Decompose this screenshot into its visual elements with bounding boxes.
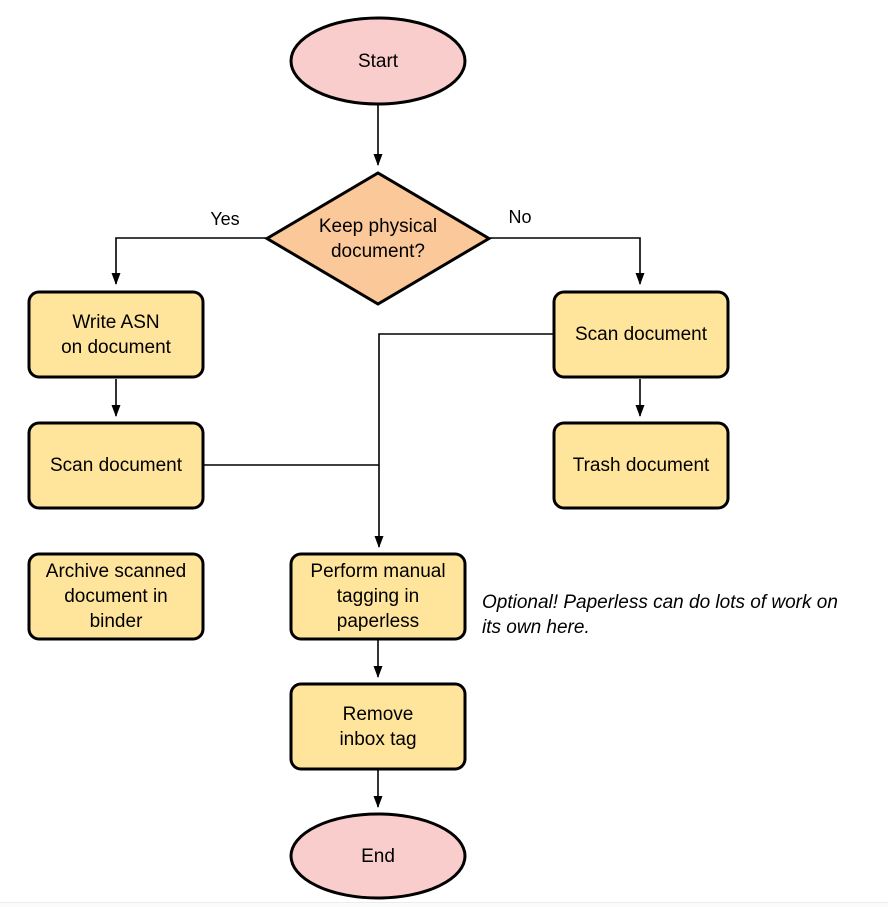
bottom-divider	[0, 902, 888, 907]
manual-tagging-node	[289, 552, 467, 641]
write-asn-label: Write ASN on document	[61, 312, 171, 358]
remove-inbox-tag-label: Remove inbox tag	[339, 703, 417, 750]
edge-decision-yes-to-write-asn	[111, 237, 266, 285]
trash-document-label: Trash document	[572, 455, 710, 476]
scan-document-right-label: Scan document	[574, 324, 708, 345]
end-label: End	[361, 845, 395, 867]
scan-document-right-node	[552, 290, 730, 379]
write-asn-node	[27, 290, 205, 379]
optional-note: Optional! Paperless can do lots of work …	[482, 592, 838, 638]
no-edge-label: No	[508, 207, 532, 227]
edge-decision-no-to-scan-right	[490, 237, 645, 285]
remove-inbox-tag-node	[289, 682, 467, 771]
start-node	[289, 16, 467, 106]
scan-document-left-node	[27, 421, 205, 510]
archive-label: Archive scanned document in binder	[45, 561, 187, 632]
yes-edge-label: Yes	[210, 209, 240, 229]
decision-label: Keep physical document?	[318, 215, 438, 262]
end-node	[289, 812, 467, 900]
edge-scan-right-to-tagging	[374, 333, 553, 548]
archive-node	[27, 552, 205, 641]
start-label: Start	[357, 50, 399, 72]
decision-node	[264, 171, 492, 306]
manual-tagging-label: Perform manual tagging in paperless	[310, 561, 446, 632]
scan-document-left-label: Scan document	[49, 455, 183, 476]
trash-document-node	[552, 421, 730, 510]
